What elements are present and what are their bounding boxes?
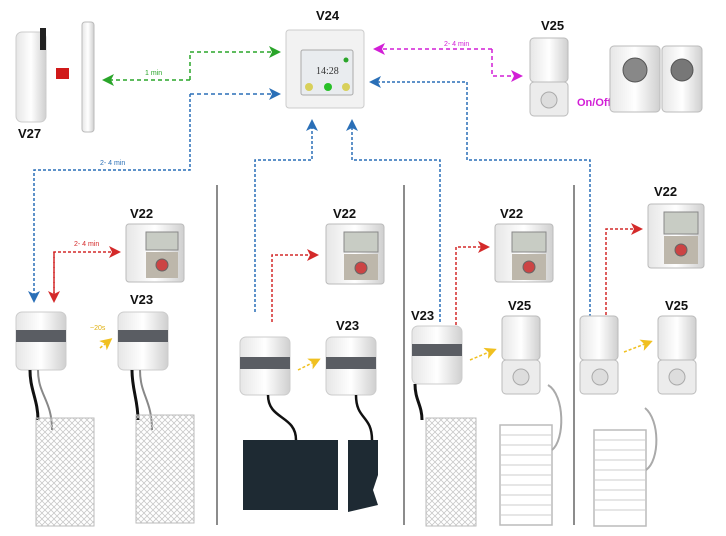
s1-v23-label: V23: [130, 292, 153, 307]
v23-receiver: [411, 325, 463, 385]
v22-thermostat: [647, 203, 705, 269]
heating-mat: [28, 369, 195, 527]
v27-gateway: [15, 21, 95, 133]
towel-radiator: [413, 383, 563, 527]
s2-v23-label: V23: [336, 318, 359, 333]
s3-v22-label: V22: [500, 206, 523, 221]
v23-receiver: [239, 336, 377, 396]
v25-plug: [501, 315, 541, 395]
s4-v22-label: V22: [654, 184, 677, 199]
v25-interval: 2- 4 min: [444, 41, 469, 48]
v25-plug: [579, 315, 697, 395]
v22-thermostat: [325, 223, 385, 285]
s1-v22-label: V22: [130, 206, 153, 221]
v24-clock: 14:28: [316, 66, 339, 77]
red-interval: 2- 4 min: [74, 241, 99, 248]
v22-thermostat: [125, 223, 185, 283]
s3-v25-label: V25: [508, 298, 531, 313]
v27-interval: 1 min: [145, 70, 162, 77]
v22-thermostat: [494, 223, 554, 283]
v23-receiver: [15, 311, 169, 371]
blue-interval: 2- 4 min: [100, 160, 125, 167]
v24-touch-panel: [285, 29, 365, 109]
s2-v22-label: V22: [333, 206, 356, 221]
v25-top-label: V25: [541, 18, 564, 33]
s4-v25-label: V25: [665, 298, 688, 313]
towel-radiator: [593, 407, 658, 527]
yellow-interval: ~20s: [90, 325, 106, 332]
s3-v23-label: V23: [411, 308, 434, 323]
panel-heater: [243, 394, 378, 512]
on-off-label: On/Off: [577, 97, 612, 109]
v27-label: V27: [18, 126, 41, 141]
v24-label: V24: [316, 8, 340, 23]
v25-plug-top: [529, 37, 569, 117]
washer-dryer-icon: [609, 45, 703, 113]
